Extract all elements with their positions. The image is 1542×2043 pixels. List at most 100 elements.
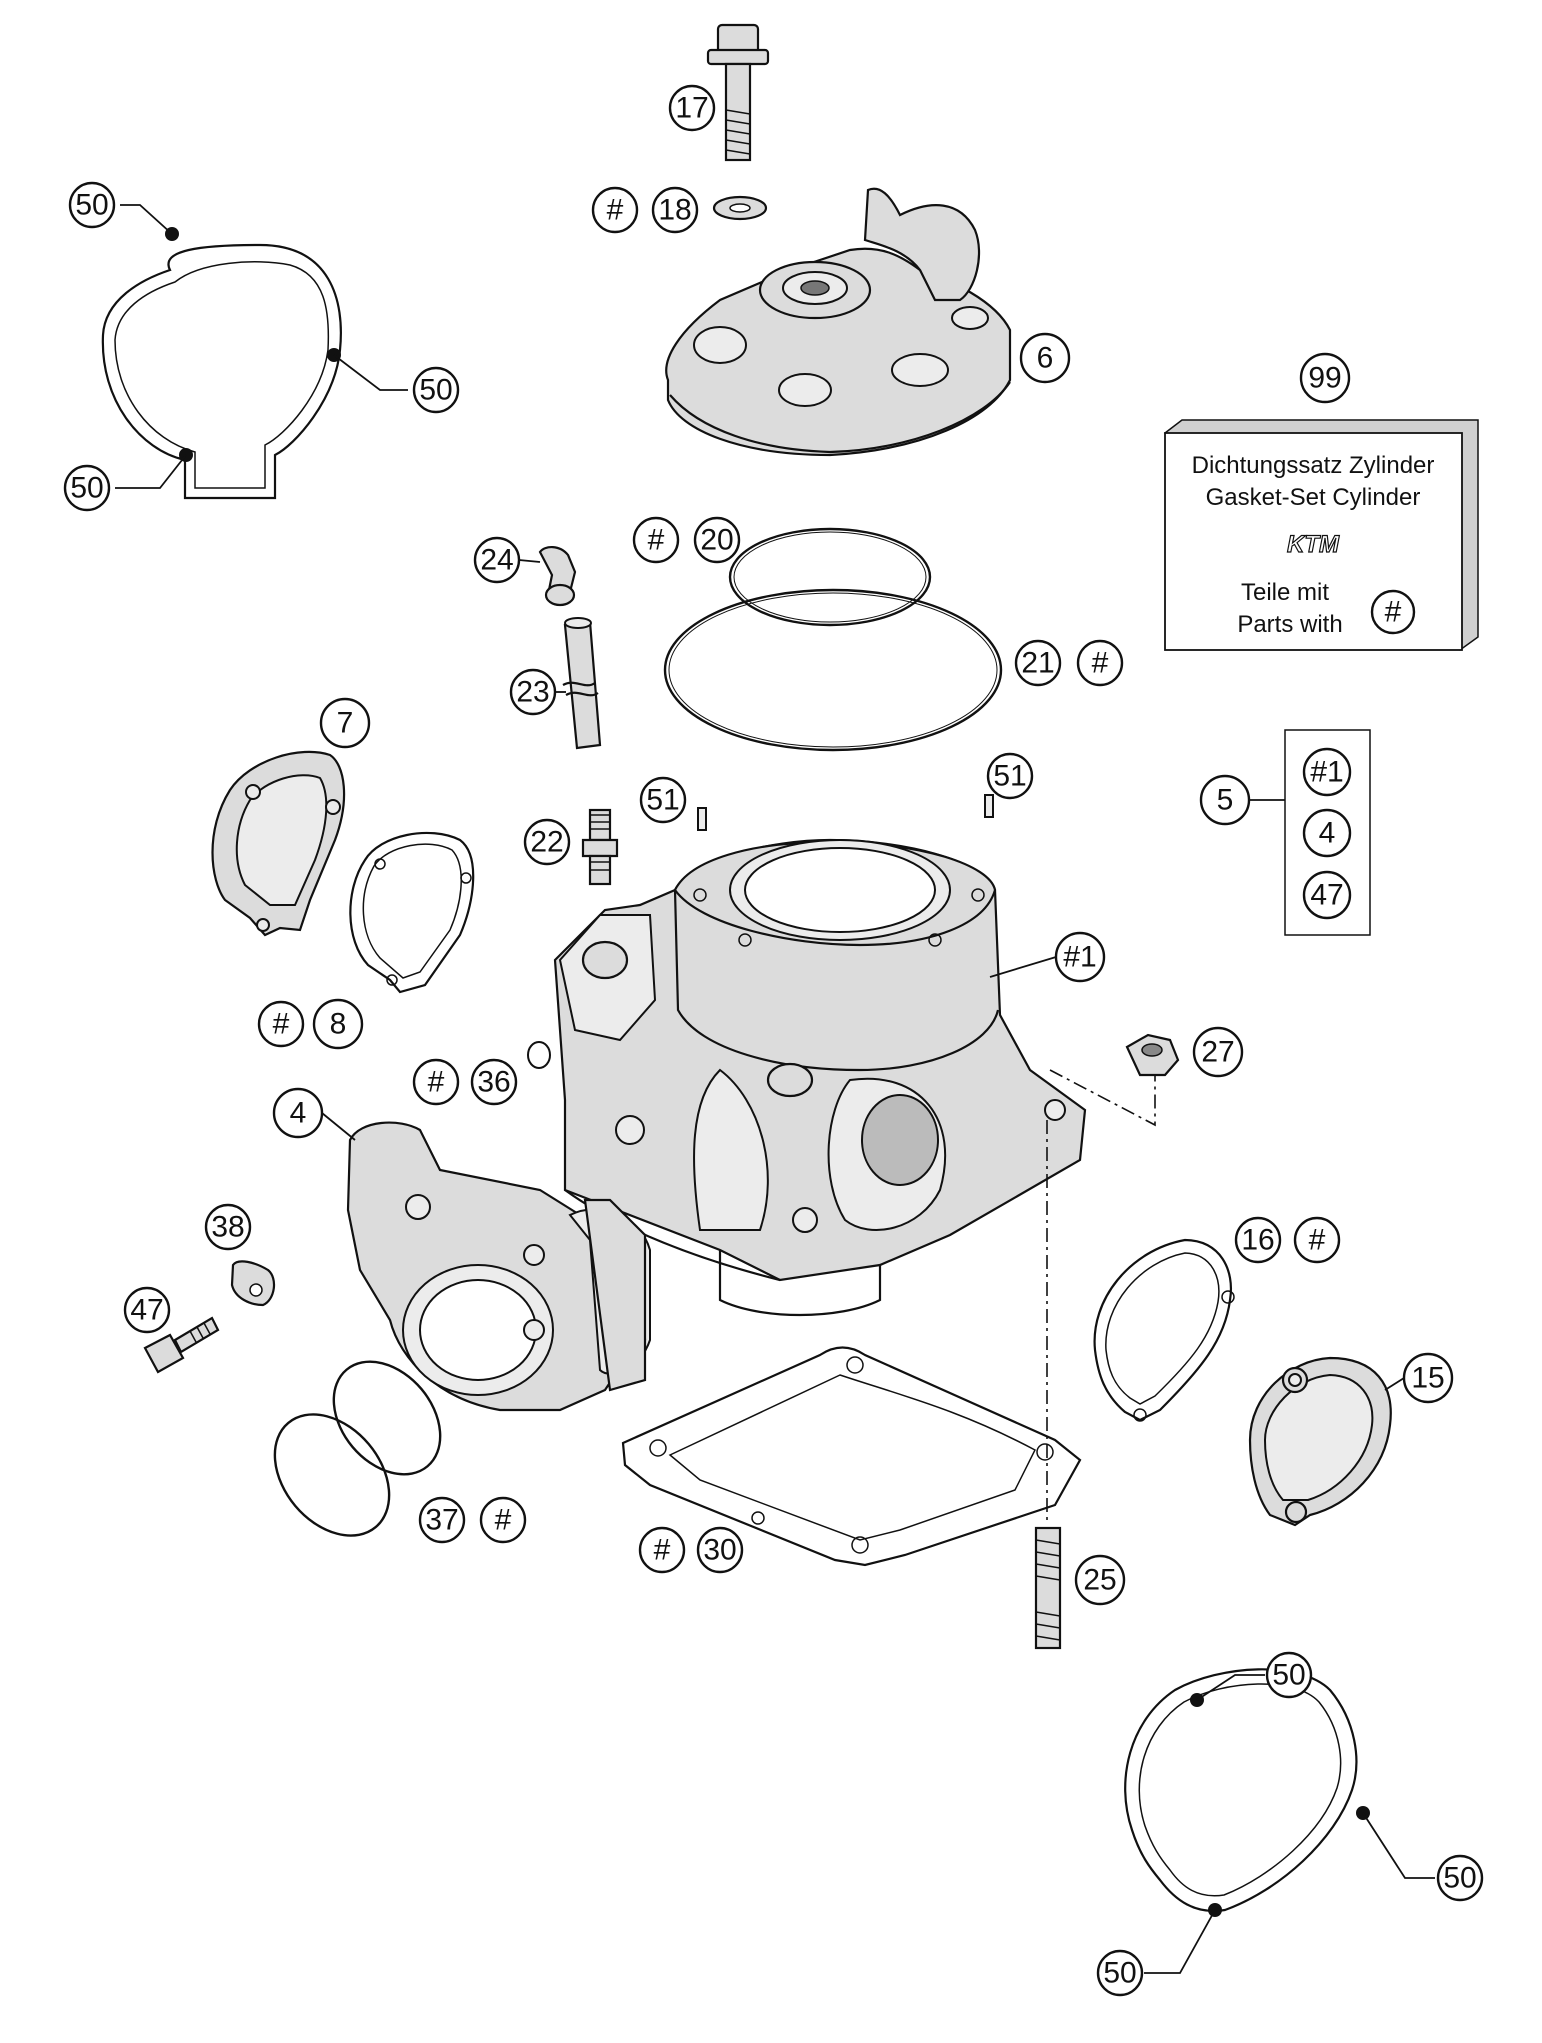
svg-text:#1: #1 (1063, 941, 1096, 974)
callout-37: 37 (418, 1496, 466, 1544)
svg-text:#: # (495, 1504, 512, 1537)
svg-text:24: 24 (480, 544, 513, 577)
svg-text:23: 23 (516, 676, 549, 709)
svg-text:Teile mit: Teile mit (1241, 579, 1329, 606)
svg-text:50: 50 (1103, 1957, 1136, 1990)
callout-15: 15 (1402, 1352, 1454, 1404)
gasket-kit-box: Dichtungssatz Zylinder Gasket-Set Cylind… (1163, 419, 1479, 651)
svg-text:#: # (1385, 596, 1402, 629)
callout-47: 47 (1302, 870, 1352, 920)
hose-icon (562, 617, 602, 750)
callout-7: 7 (319, 697, 371, 749)
svg-text:20: 20 (700, 524, 733, 557)
svg-text:50: 50 (1272, 1659, 1305, 1692)
svg-text:4: 4 (1319, 817, 1336, 850)
svg-text:18: 18 (658, 194, 691, 227)
ktm-logo: KTM (1270, 530, 1356, 559)
callout-24: 24 (473, 536, 521, 584)
elbow-fitting-icon (538, 546, 577, 607)
svg-text:KTM: KTM (1287, 531, 1340, 558)
callout-hash: # (1370, 589, 1416, 635)
svg-text:4: 4 (290, 1097, 307, 1130)
callout-99: 99 (1299, 352, 1351, 404)
callout-16: 16 (1234, 1216, 1282, 1264)
callout-hash: # (591, 186, 639, 234)
stud-icon (1034, 1526, 1062, 1650)
svg-text:51: 51 (993, 760, 1026, 793)
svg-text:#: # (648, 524, 665, 557)
svg-text:27: 27 (1201, 1036, 1234, 1069)
svg-text:#: # (607, 194, 624, 227)
dowel-pin-icon (697, 794, 994, 831)
callout-20: 20 (693, 516, 741, 564)
svg-text:#: # (654, 1534, 671, 1567)
water-pump-cover-icon (1248, 1356, 1392, 1527)
svg-text:16: 16 (1241, 1224, 1274, 1257)
callout-51: 51 (639, 776, 687, 824)
intake-manifold-icon (346, 1121, 651, 1412)
gasket-icon (349, 831, 475, 994)
callout-25: 25 (1074, 1554, 1126, 1606)
svg-text:47: 47 (130, 1294, 163, 1327)
svg-text:22: 22 (530, 826, 563, 859)
svg-text:17: 17 (675, 92, 708, 125)
callout-38: 38 (204, 1203, 252, 1251)
cylinder-icon (553, 838, 1087, 1317)
svg-text:50: 50 (75, 189, 108, 222)
callout-hash: # (632, 516, 680, 564)
valve-cover-icon (211, 750, 346, 937)
svg-text:37: 37 (425, 1504, 458, 1537)
svg-text:6: 6 (1037, 342, 1054, 375)
svg-text:15: 15 (1411, 1362, 1444, 1395)
callout-30: 30 (696, 1526, 744, 1574)
callout-50: 50 (412, 366, 460, 414)
screw-icon (143, 1316, 220, 1374)
svg-text:5: 5 (1217, 784, 1234, 817)
svg-text:51: 51 (646, 784, 679, 817)
svg-text:#1: #1 (1310, 756, 1343, 789)
callout-50: 50 (1436, 1854, 1484, 1902)
svg-text:#: # (1309, 1224, 1326, 1257)
cylinder-head-icon (665, 187, 1012, 457)
svg-text:Parts with: Parts with (1237, 611, 1342, 638)
callout-50: 50 (1096, 1949, 1144, 1997)
o-ring-icon (273, 1360, 442, 1537)
bolt-icon (706, 23, 770, 162)
gasket-bottom-right (1124, 1668, 1435, 1974)
svg-text:36: 36 (477, 1066, 510, 1099)
callout-hash1: #1 (1054, 931, 1106, 983)
callout-50: 50 (1265, 1651, 1313, 1699)
gasket-icon (1093, 1238, 1235, 1422)
svg-text:99: 99 (1308, 362, 1341, 395)
base-gasket-icon (621, 1346, 1082, 1567)
callout-27: 27 (1192, 1026, 1244, 1078)
callout-51: 51 (986, 752, 1034, 800)
svg-text:50: 50 (1443, 1862, 1476, 1895)
callout-8: 8 (312, 998, 364, 1050)
nut-icon (1125, 1033, 1180, 1077)
callout-hash: # (479, 1496, 527, 1544)
washer-icon (712, 195, 768, 221)
hose-nipple-icon (581, 808, 619, 886)
callout-4: 4 (272, 1087, 324, 1139)
svg-text:47: 47 (1310, 879, 1343, 912)
o-ring-small-icon (527, 1041, 551, 1069)
callout-22: 22 (523, 818, 571, 866)
svg-text:Gasket-Set Cylinder: Gasket-Set Cylinder (1206, 484, 1421, 511)
o-ring-icon (663, 588, 1003, 752)
callout-hash: # (1076, 639, 1124, 687)
callout-hash: # (257, 1000, 305, 1048)
svg-text:#: # (273, 1008, 290, 1041)
svg-text:7: 7 (337, 707, 354, 740)
callout-5: 5 (1199, 774, 1251, 826)
callout-hash: # (1293, 1216, 1341, 1264)
callout-21: 21 (1014, 639, 1062, 687)
o-ring-icon (728, 527, 932, 627)
callout-hash: # (638, 1526, 686, 1574)
callout-6: 6 (1019, 332, 1071, 384)
svg-text:21: 21 (1021, 647, 1054, 680)
callout-50: 50 (68, 181, 116, 229)
callout-17: 17 (668, 84, 716, 132)
svg-text:30: 30 (703, 1534, 736, 1567)
